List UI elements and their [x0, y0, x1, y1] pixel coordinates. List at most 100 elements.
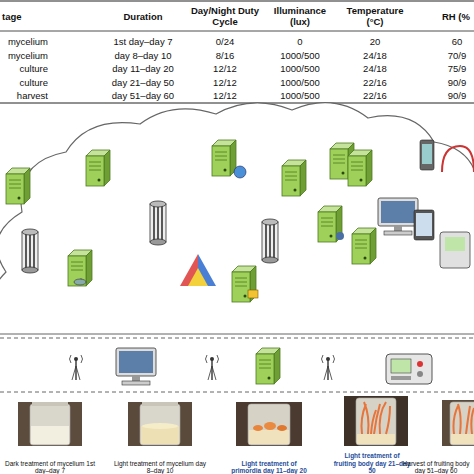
primordia: [264, 422, 276, 430]
table-cell: mycelium: [0, 49, 48, 62]
table-cell: 60: [440, 35, 474, 48]
table-cell: 24/18: [335, 49, 415, 62]
prism-icon: [188, 268, 208, 286]
table-rule: [0, 103, 474, 104]
user-icon: [336, 232, 344, 240]
photo-caption: Light treatment of mycelium day 8–day 10: [111, 460, 209, 474]
table-cell: 90/9: [440, 89, 474, 102]
storage-cylinder: [150, 201, 166, 245]
table-cell: 1st day–day 7: [98, 35, 188, 48]
culture-medium: [357, 434, 395, 444]
table-header: Temperature (°C): [337, 2, 413, 30]
photo-background: [128, 402, 192, 446]
table-cell: day 21–day 50: [98, 76, 188, 89]
phone-screen: [422, 144, 432, 164]
photo-caption: Light treatment of primordia day 11–day …: [227, 460, 311, 474]
photo-panel: Dark treatment of mycelium 1st day–day 7: [1, 398, 99, 474]
photo-panel: Light treatment of primordia day 11–day …: [227, 398, 311, 474]
dashed-separator: [0, 392, 474, 393]
server-icon: [256, 348, 280, 384]
table-header: Illuminance (lux): [266, 2, 334, 30]
table-cell: day 8–day 10: [98, 49, 188, 62]
photo-caption: Light treatment of fruiting body day 21–…: [333, 452, 411, 474]
table-cell: culture: [0, 62, 48, 75]
mycelium-medium: [31, 426, 69, 444]
dashed-separator: [0, 338, 474, 339]
folder-icon: [248, 290, 258, 298]
table-cell: 12/12: [185, 62, 265, 75]
jar: [140, 404, 180, 445]
photo-panel: Light treatment of fruiting body day 21–…: [333, 394, 411, 474]
table-header: RH (%: [442, 2, 474, 30]
cloud-outline: [0, 103, 474, 334]
table-header: Duration: [98, 2, 188, 30]
table-cell: day 11–day 20: [98, 62, 188, 75]
antenna-icon: [206, 355, 219, 380]
computer-icon: [116, 348, 156, 385]
table-cell: 22/16: [335, 89, 415, 102]
table-cell: 22/16: [335, 76, 415, 89]
table-rule: [0, 31, 474, 32]
jar: [248, 404, 290, 445]
photo-background: [18, 402, 82, 446]
table-cell: 24/18: [335, 62, 415, 75]
controller-device: [386, 354, 432, 384]
server-icon: [212, 140, 236, 176]
jar-lid: [32, 402, 68, 406]
phone-icon: [420, 140, 434, 170]
primordia: [253, 425, 263, 431]
jar: [30, 404, 70, 445]
headset-icon: [442, 146, 474, 172]
table-cell: 90/9: [440, 76, 474, 89]
table-header: Day/Night Duty Cycle: [190, 2, 260, 30]
primordia: [277, 425, 287, 431]
server-icon: [282, 160, 306, 196]
fruiting-bodies: [454, 404, 474, 434]
server-icon: [6, 168, 30, 204]
photo-caption: Dark treatment of mycelium 1st day–day 7: [1, 460, 99, 474]
table-cell: 70/9: [440, 49, 474, 62]
photo-background: [344, 396, 408, 446]
antenna-icon: [322, 355, 335, 380]
server-icon: [86, 150, 110, 186]
table-header: tage: [2, 2, 48, 30]
culture-medium: [249, 430, 289, 444]
table-cell: 0: [262, 35, 338, 48]
server-icon: [348, 150, 372, 186]
table-cell: 0/24: [185, 35, 265, 48]
jar: [356, 398, 396, 445]
table-cell: culture: [0, 76, 48, 89]
photo-background: [236, 402, 302, 446]
tablet-icon: [414, 210, 434, 240]
table-cell: 12/12: [185, 89, 265, 102]
handheld-icon: [440, 232, 470, 268]
table-cell: 1000/500: [262, 76, 338, 89]
table-cell: 8/16: [185, 49, 265, 62]
tablet-screen: [416, 213, 432, 236]
table-rule: [0, 1, 474, 2]
monitor-icon: [378, 198, 418, 235]
photo-panel: Harvest of fruiting body day 51–day 60: [400, 398, 472, 474]
culture-medium: [451, 434, 474, 444]
table-cell: 1000/500: [262, 62, 338, 75]
table-cell: day 51–day 60: [98, 89, 188, 102]
table-cell: 75/9: [440, 62, 474, 75]
database-icon: [74, 279, 86, 285]
jar: [450, 402, 474, 445]
storage-cylinder: [22, 229, 38, 273]
table-cell: 1000/500: [262, 89, 338, 102]
photo-panel: Light treatment of mycelium day 8–day 10: [111, 398, 209, 474]
jar-lid: [142, 402, 178, 406]
mycelium-surface: [142, 423, 178, 429]
server-icon: [68, 250, 92, 286]
antenna-icon: [70, 355, 83, 380]
globe-icon: [234, 166, 246, 178]
fruiting-bodies: [362, 402, 391, 434]
table-cell: 20: [335, 35, 415, 48]
server-icon: [352, 228, 376, 264]
photo-caption: Harvest of fruiting body day 51–day 60: [400, 460, 472, 474]
storage-cylinder: [262, 219, 278, 263]
table-cell: harvest: [0, 89, 48, 102]
